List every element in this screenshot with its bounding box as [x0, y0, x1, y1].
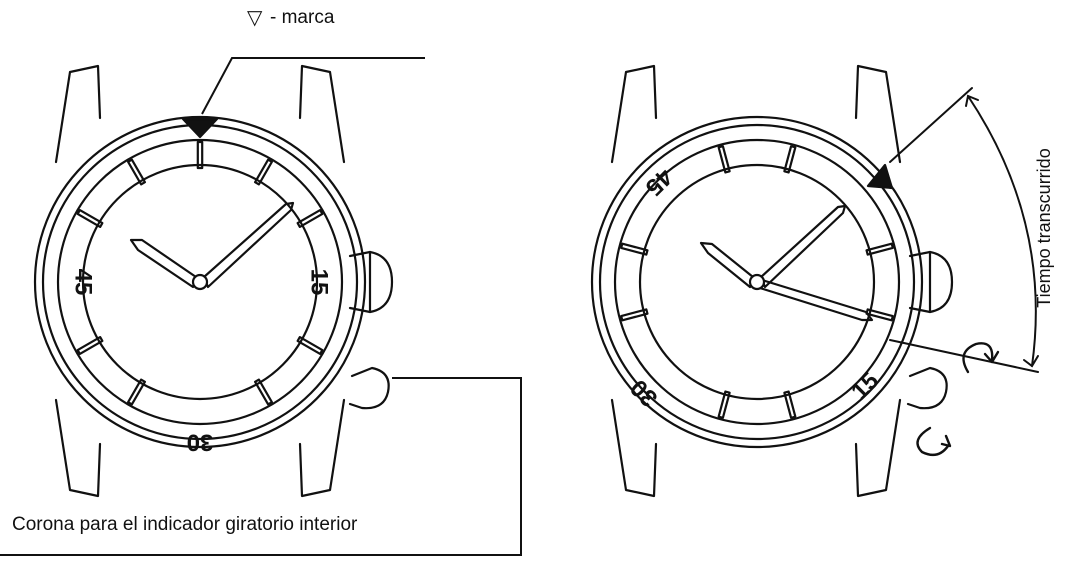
left-watch-hour-markers [76, 140, 324, 406]
right-watch-bezel-inner [613, 138, 901, 426]
left-watch-crown-top [348, 250, 394, 314]
left-watch-crown-lower [348, 366, 390, 410]
elapsed-arc-arrow-top [965, 94, 979, 107]
marker-leader-line [201, 57, 425, 115]
hour-marker [296, 208, 324, 229]
right-watch-second-hand [758, 278, 874, 322]
rotate-arrow-lower-icon [916, 426, 952, 457]
left-bezel-number-15: 15 [306, 269, 333, 296]
hour-marker [253, 378, 274, 406]
left-watch-lug-top-left [54, 64, 102, 164]
left-watch-lug-bottom-right [298, 398, 346, 498]
right-watch-dial-edge [638, 163, 876, 401]
hour-marker [76, 208, 104, 229]
right-watch-triangle-mark [866, 163, 894, 190]
left-bezel-number-45: 45 [70, 269, 97, 296]
right-watch-crown-top [908, 250, 954, 314]
hour-marker [76, 335, 104, 356]
left-watch-minute-hand [202, 201, 295, 289]
hour-marker [253, 158, 274, 186]
right-watch-bezel-outer [598, 123, 916, 441]
right-watch-hour-markers [620, 145, 894, 419]
marker-label: - marca [270, 7, 335, 28]
hour-marker [865, 242, 894, 256]
left-watch [33, 64, 394, 498]
elapsed-arc-arrow-bottom [1023, 355, 1039, 368]
left-watch-case [33, 115, 367, 449]
crown-leader-line [0, 377, 522, 556]
right-watch-lug-bottom-left [610, 398, 658, 498]
left-watch-center-pin [191, 273, 209, 291]
right-watch-lug-top-right [854, 64, 902, 164]
right-watch-center-pin [748, 273, 766, 291]
hour-marker [717, 390, 731, 419]
hour-marker [196, 140, 204, 170]
elapsed-arc [967, 95, 1037, 367]
right-watch-hour-hand [699, 241, 755, 289]
hour-marker [620, 308, 649, 322]
left-bezel-number-30: 30 [187, 429, 214, 456]
hour-marker [783, 145, 797, 174]
right-watch-crown-lower [906, 366, 948, 410]
left-watch-bezel-inner [56, 138, 344, 426]
hour-marker [296, 335, 324, 356]
marker-symbol: ▽ [247, 7, 263, 29]
left-watch-triangle-mark [181, 117, 219, 139]
elapsed-time-label: Tiempo transcurrido [1034, 148, 1054, 307]
right-bezel-number-30: 30 [625, 374, 663, 412]
hour-marker [783, 390, 797, 419]
crown-label: Corona para el indicador giratorio inter… [12, 514, 358, 535]
hour-marker [620, 242, 649, 256]
right-watch-lug-top-left [610, 64, 658, 164]
right-watch-minute-hand [759, 204, 847, 289]
elapsed-start-line [889, 87, 973, 163]
hour-marker [126, 378, 147, 406]
left-watch-hour-hand [129, 238, 198, 289]
right-watch [590, 64, 954, 498]
elapsed-time-indicator [889, 87, 1039, 373]
rotate-arrow-upper-icon [962, 342, 1000, 374]
rotation-arrows [916, 342, 1000, 457]
hour-marker [717, 145, 731, 174]
right-watch-case [590, 115, 924, 449]
right-watch-lug-bottom-right [854, 398, 902, 498]
hour-marker [865, 308, 894, 322]
left-watch-lug-top-right [298, 64, 346, 164]
left-watch-lug-bottom-left [54, 398, 102, 498]
right-bezel-number-15: 15 [846, 367, 884, 405]
left-watch-dial-edge [81, 163, 319, 401]
hour-marker [126, 158, 147, 186]
